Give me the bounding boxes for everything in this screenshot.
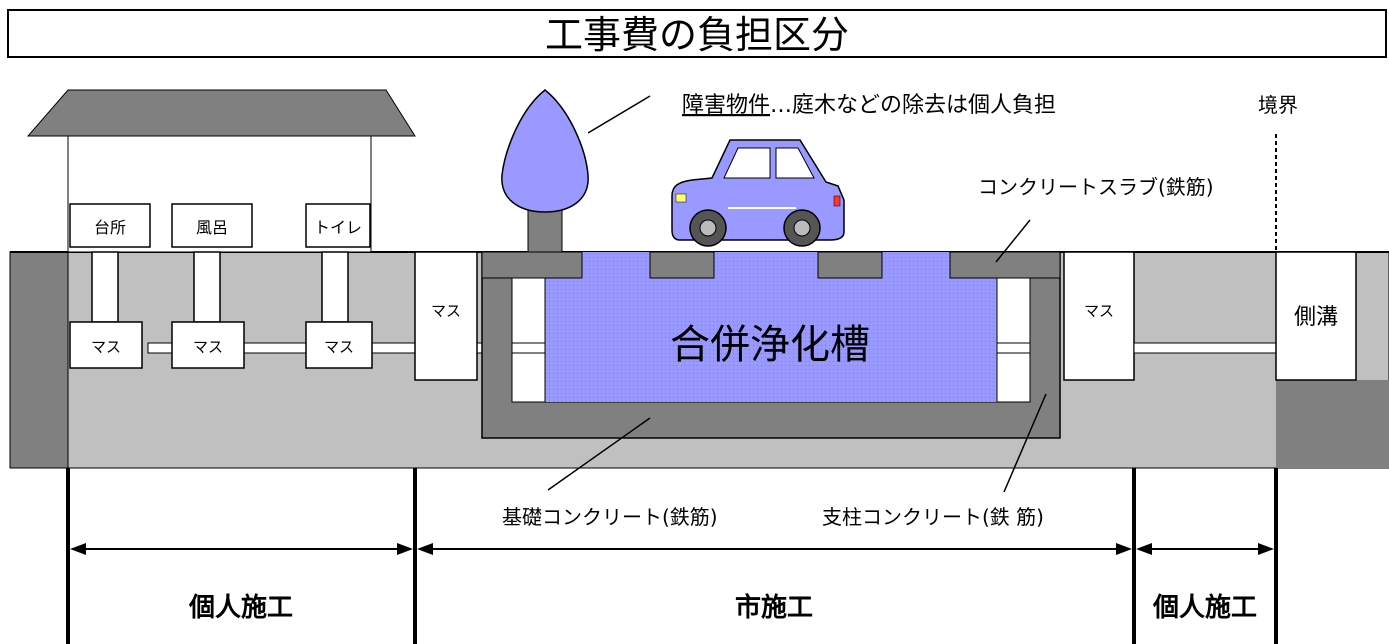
pipe-toilet xyxy=(321,251,349,323)
room-toilet-label: トイレ xyxy=(314,218,362,237)
mas-box xyxy=(1063,251,1135,381)
mas-box xyxy=(69,321,143,369)
slab-piece xyxy=(817,251,883,279)
zone-label-city: 市施工 xyxy=(735,592,813,623)
obstacle-label-underlined: 障害物件 xyxy=(682,93,770,118)
right-dark-wall xyxy=(1276,380,1389,468)
zone-arrow-city xyxy=(417,543,1132,555)
slab-piece xyxy=(649,251,715,279)
obstacle-label-rest: …庭木などの除去は個人負担 xyxy=(770,93,1056,118)
obstacle-leader-line xyxy=(587,95,651,134)
foundation-leader-line xyxy=(547,417,651,491)
slab-label: コンクリートスラブ(鉄筋) xyxy=(978,175,1214,199)
tank-pillar-right xyxy=(996,277,1031,403)
mas-label: マス xyxy=(1084,302,1114,320)
tank-label: 合併浄化槽 xyxy=(670,322,870,368)
pillar-leader-line xyxy=(1003,393,1047,493)
mas-label: マス xyxy=(193,338,223,356)
room-kitchen-label: 台所 xyxy=(94,218,126,237)
tank-water xyxy=(545,252,997,402)
slab-piece xyxy=(949,251,1061,279)
boundary-label: 境界 xyxy=(1258,93,1298,117)
zone-arrow-private-right xyxy=(1136,543,1274,555)
side-ditch-label: 側溝 xyxy=(1294,305,1338,330)
pillar-label: 支柱コンクリート(鉄 筋) xyxy=(822,505,1044,529)
mas-label: マス xyxy=(324,338,354,356)
mas-box xyxy=(305,321,373,369)
room-bath-box xyxy=(171,203,253,248)
pipe-bath xyxy=(193,251,221,323)
zone-label-private-left: 個人施工 xyxy=(188,592,293,623)
tree-icon xyxy=(501,89,589,213)
side-ditch-box xyxy=(1275,251,1357,381)
foundation-label: 基礎コンクリート(鉄筋) xyxy=(502,505,718,529)
slab-piece xyxy=(481,251,583,279)
title-frame xyxy=(7,9,1387,58)
pipe-horizontal-right xyxy=(1133,342,1277,354)
room-toilet-box xyxy=(305,203,371,248)
mas-box xyxy=(414,251,478,381)
pipe-kitchen xyxy=(91,251,119,323)
zone-arrow-private-left xyxy=(70,543,413,555)
room-bath-label: 風呂 xyxy=(196,218,228,237)
tank-pillar-left xyxy=(511,277,546,403)
mas-label: マス xyxy=(91,338,121,356)
mas-box xyxy=(171,321,245,369)
page-title: 工事費の負担区分 xyxy=(545,13,849,57)
room-kitchen-box xyxy=(69,203,151,248)
slab-leader-line xyxy=(995,219,1031,263)
mas-label: マス xyxy=(431,302,461,320)
zone-label-private-right: 個人施工 xyxy=(1152,592,1257,623)
left-dark-wall xyxy=(9,251,69,469)
car-icon xyxy=(671,139,845,247)
house-roof xyxy=(26,89,416,137)
